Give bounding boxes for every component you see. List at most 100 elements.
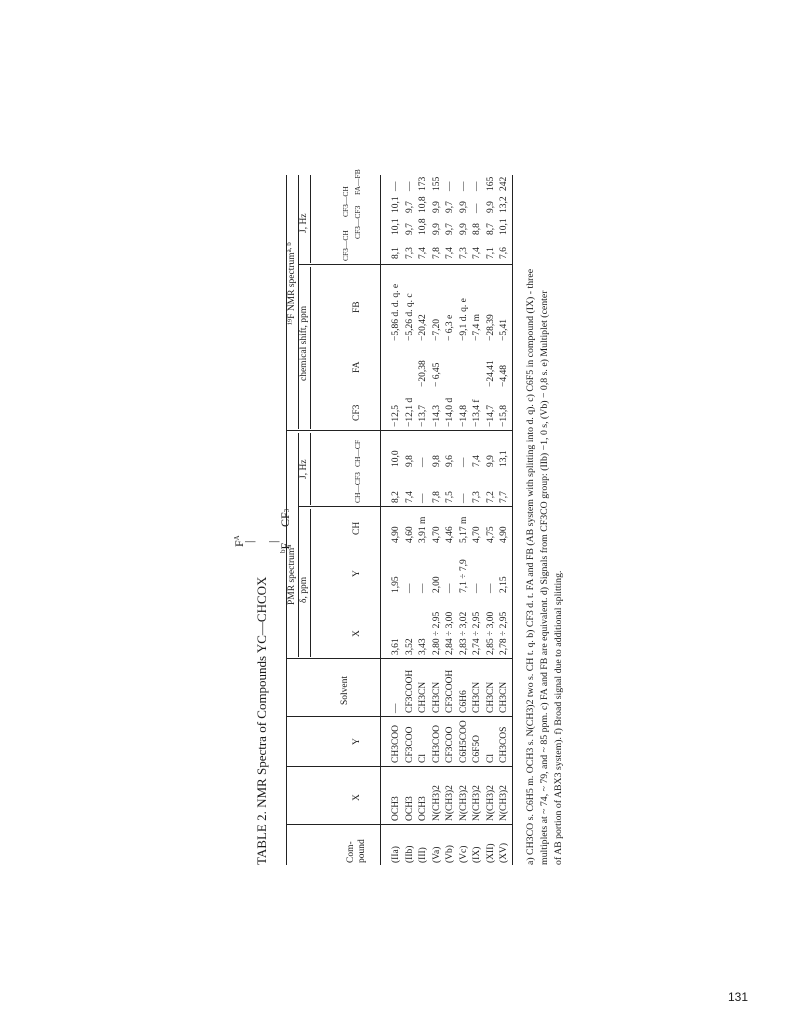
hdr-j-cf3-cf3: CF3—CF3	[353, 205, 362, 239]
cell-j4: 9,9	[458, 223, 469, 235]
hdr-pmr-x: X	[352, 630, 362, 637]
cell-x: N(CH3)2	[485, 785, 496, 821]
cell-cf3: −14,3	[431, 405, 442, 427]
cell-dch: 4,60	[404, 526, 415, 543]
cell-y: Cl	[485, 754, 496, 763]
hdr-cf3: CF3	[352, 404, 362, 421]
cell-cf3: −14,0 d	[445, 397, 455, 427]
cell-dch: 3,91 m	[418, 516, 428, 543]
cell-solvent: CH3CN	[472, 681, 482, 713]
f19-j-rule	[310, 175, 311, 263]
cell-solvent: C6H6	[458, 690, 469, 713]
cell-j6: 173	[418, 176, 428, 191]
cell-j2: 9,8	[431, 455, 442, 467]
cell-j2: 9,8	[404, 455, 415, 467]
cell-j2: 13,1	[499, 450, 509, 467]
cell-j3: 8,1	[391, 247, 401, 259]
cell-dx: 3,61	[391, 638, 401, 655]
cell-fb: −9,1 d. q. e	[458, 298, 469, 341]
cell-j2: 9,9	[485, 455, 496, 467]
cell-j2: —	[458, 457, 469, 468]
cell-j4: 8,7	[485, 223, 496, 235]
cell-j4: 9,7	[404, 223, 415, 235]
cell-dy: —	[445, 583, 455, 594]
cell-cf3: −12,5	[391, 405, 401, 427]
cell-cf3: −13,4 f	[472, 399, 482, 427]
hdr-pmr-ch: CH	[352, 521, 362, 535]
cell-dch: 4,70	[472, 526, 482, 543]
hdr-pmr-j1: CH—CF3	[353, 472, 362, 503]
cell-fb: −5,86 d. d. q. e	[391, 283, 401, 341]
cell-j3: 7,4	[418, 247, 428, 259]
cell-j2: 10,0	[391, 450, 401, 467]
cell-j4: 8,8	[472, 223, 482, 235]
cell-y: CH3COS	[499, 726, 509, 763]
page-number: 131	[728, 990, 749, 1004]
hdr-fb: FB	[352, 301, 362, 313]
struct-fa-sup: A	[233, 535, 241, 541]
cell-compound: (Va)	[431, 846, 442, 863]
cell-j1: 7,7	[499, 491, 509, 503]
hdr-x: X	[352, 794, 362, 801]
cell-x: OCH3	[391, 796, 401, 821]
hdr-pmr-y: Y	[352, 570, 362, 577]
title-prefix: TABLE 2. NMR Spectra of Compounds YC	[254, 635, 269, 865]
cell-fb: −5,26 d. q. c	[404, 293, 415, 341]
cell-dy: 2,15	[499, 576, 509, 593]
cell-cf3: −14,7	[485, 405, 496, 427]
cell-j6: —	[472, 181, 482, 192]
cell-solvent: CH3CN	[499, 681, 509, 713]
hdr-pmr-j2: CH—CF	[353, 439, 362, 467]
cell-dy: 2,00	[431, 576, 442, 593]
cell-fb: −5,41	[499, 319, 509, 341]
hdr-pmr-shift: δ, ppm	[299, 576, 309, 603]
cell-dy: —	[472, 583, 482, 594]
cell-j3: 7,8	[431, 247, 442, 259]
cell-j5: 9,7	[445, 201, 455, 213]
table-bottom-rule	[512, 175, 513, 865]
cell-j5: 13,2	[499, 196, 509, 213]
cell-compound: (Vc)	[458, 845, 469, 863]
cell-j1: —	[458, 493, 469, 504]
hdr-pmr-group-sup: a	[285, 544, 293, 548]
cell-y: CH3COO	[431, 724, 442, 763]
cell-j6: —	[404, 181, 415, 192]
cell-x: OCH3	[404, 796, 415, 821]
cell-j6: —	[445, 181, 455, 192]
cell-j5: —	[472, 203, 482, 214]
table-title: TABLE 2. NMR Spectra of Compounds YC—CHC…	[254, 577, 270, 865]
cell-j1: 7,5	[445, 491, 455, 503]
cell-fa: − 6,45	[431, 362, 442, 387]
cell-fb: −7,20	[431, 319, 442, 341]
hdr-y: Y	[352, 738, 362, 745]
cell-j3: 7,4	[445, 247, 455, 259]
cell-dy: 7,1 ÷ 7,9	[458, 559, 469, 593]
cell-x: N(CH3)2	[472, 785, 482, 821]
hdr-pmr-j: J, Hz	[299, 459, 309, 479]
cell-j3: 7,1	[485, 247, 496, 259]
cell-j4: 9,9	[431, 223, 442, 235]
cell-j6: —	[458, 181, 469, 192]
cell-j5: 10,1	[391, 196, 401, 213]
cell-compound: (XII)	[485, 843, 496, 863]
cell-solvent: CF3COOH	[404, 669, 415, 713]
title-suffix: CHCOX	[254, 576, 269, 623]
hdr-fa: FA	[352, 361, 362, 373]
cell-solvent: CF3COOH	[445, 669, 455, 713]
cell-fa: −20,38	[418, 360, 428, 387]
cell-j3: 7,6	[499, 247, 509, 259]
cell-j1: 7,3	[472, 491, 482, 503]
cell-dch: 4,70	[431, 526, 442, 543]
cell-compound: (Vb)	[445, 845, 455, 863]
cell-y: C6F5O	[472, 735, 482, 763]
cell-j5: 9,9	[431, 201, 442, 213]
cell-j5: 9,9	[458, 201, 469, 213]
cell-x: N(CH3)2	[431, 785, 442, 821]
cell-compound: (IIb)	[404, 845, 415, 863]
cell-j4: 9,7	[445, 223, 455, 235]
